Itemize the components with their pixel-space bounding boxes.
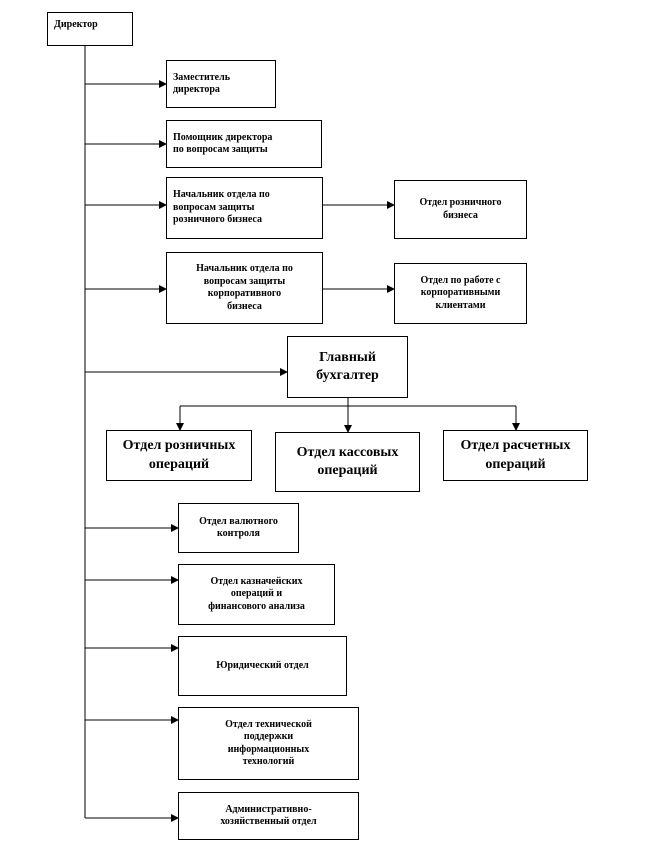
settlement-operations-dept-label: Отдел расчетных операций <box>460 438 571 472</box>
head-security-corporate-box: Начальник отдела по вопросам защиты корп… <box>166 252 323 324</box>
cash-operations-dept-label: Отдел кассовых операций <box>296 444 399 478</box>
assistant-security-box: Помощник директора по вопросам защиты <box>166 120 322 168</box>
head-security-retail-box: Начальник отдела по вопросам защиты розн… <box>166 177 323 239</box>
director-label: Директор <box>54 19 98 30</box>
retail-operations-dept-label: Отдел розничных операций <box>122 438 236 472</box>
currency-control-dept-box: Отдел валютного контроля <box>178 503 299 553</box>
corporate-clients-dept-box: Отдел по работе с корпоративными клиента… <box>394 263 527 324</box>
assistant-security-label: Помощник директора по вопросам защиты <box>173 131 273 156</box>
chief-accountant-label: Главный бухгалтер <box>316 349 379 383</box>
retail-operations-dept-box: Отдел розничных операций <box>106 430 252 481</box>
retail-business-dept-label: Отдел розничного бизнеса <box>419 197 502 221</box>
admin-dept-label: Административно- хозяйственный отдел <box>220 803 317 828</box>
chief-accountant-box: Главный бухгалтер <box>287 336 408 398</box>
retail-business-dept-box: Отдел розничного бизнеса <box>394 180 527 239</box>
it-support-dept-box: Отдел технической поддержки информационн… <box>178 707 359 780</box>
head-security-retail-label: Начальник отдела по вопросам защиты розн… <box>173 189 270 226</box>
deputy-label: Заместитель директора <box>173 71 231 96</box>
corporate-clients-dept-label: Отдел по работе с корпоративными клиента… <box>420 274 501 311</box>
treasury-analysis-dept-label: Отдел казначейских операций и финансовог… <box>208 575 305 612</box>
settlement-operations-dept-box: Отдел расчетных операций <box>443 430 588 481</box>
deputy-box: Заместитель директора <box>166 60 276 108</box>
legal-dept-box: Юридический отдел <box>178 636 347 696</box>
head-security-corporate-label: Начальник отдела по вопросам защиты корп… <box>196 263 293 312</box>
cash-operations-dept-box: Отдел кассовых операций <box>275 432 420 492</box>
admin-dept-box: Административно- хозяйственный отдел <box>178 792 359 840</box>
director-box: Директор <box>47 12 133 46</box>
currency-control-dept-label: Отдел валютного контроля <box>199 515 278 540</box>
it-support-dept-label: Отдел технической поддержки информационн… <box>225 718 312 768</box>
legal-dept-label: Юридический отдел <box>216 659 309 671</box>
treasury-analysis-dept-box: Отдел казначейских операций и финансовог… <box>178 564 335 625</box>
